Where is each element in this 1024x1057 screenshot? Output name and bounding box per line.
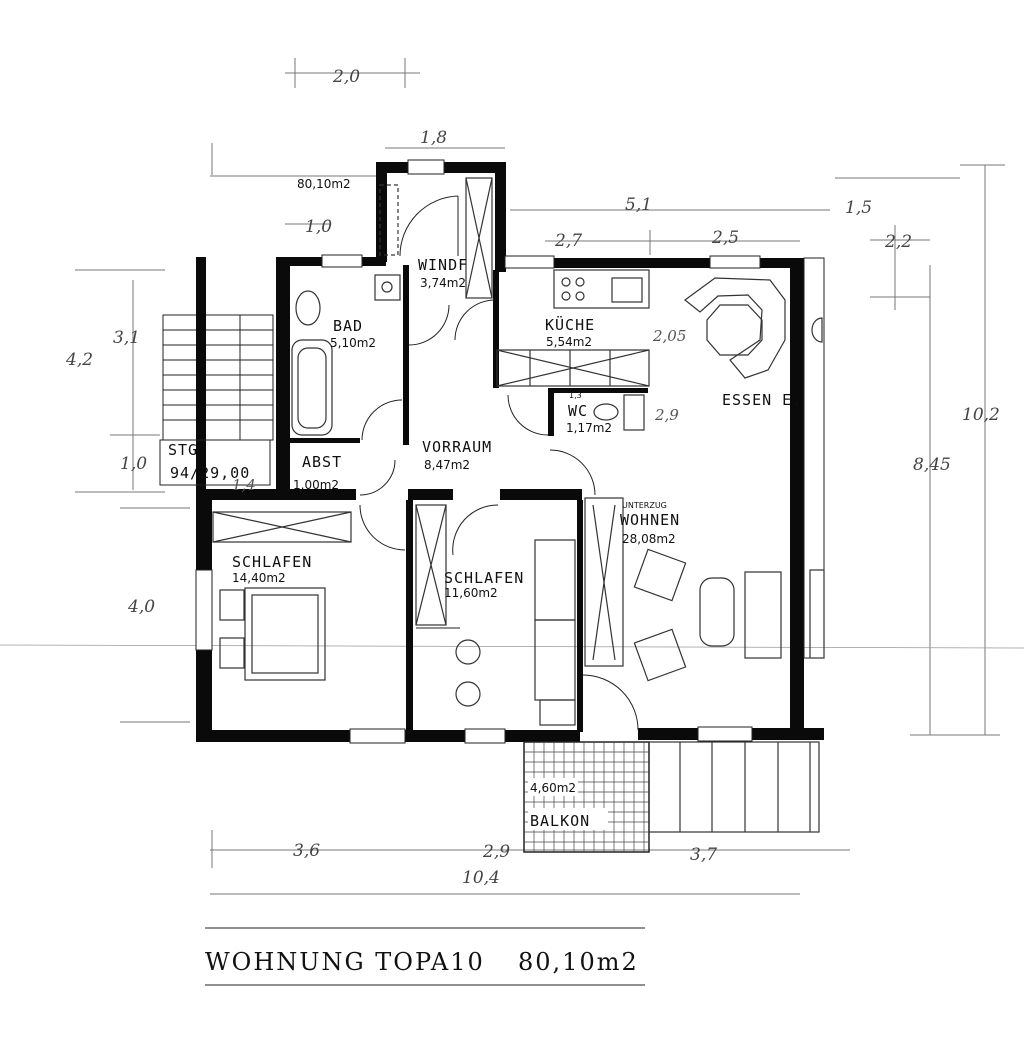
title-frame <box>205 927 645 986</box>
kueche-name: KÜCHE <box>545 315 595 334</box>
schlafen1-name: SCHLAFEN <box>232 553 312 571</box>
staircase <box>159 257 274 489</box>
wc-dim: 1,3 <box>569 391 582 400</box>
dim-1-4: 1,4 <box>232 476 256 494</box>
stg-area: 94/29,00 <box>170 464 250 482</box>
dimension-lines <box>0 58 1024 895</box>
schlafen2-area: 11,60m2 <box>444 586 498 600</box>
bath-fixtures <box>291 274 401 436</box>
balcony <box>523 741 820 853</box>
walls <box>196 162 824 742</box>
dim-2-9-wc: 2,9 <box>654 406 679 424</box>
windf-name: WINDF <box>418 256 468 274</box>
essen-name: ESSEN E. <box>722 391 802 409</box>
abst-area: 1,00m2 <box>293 478 339 492</box>
abst-name: ABST <box>302 453 342 471</box>
dim-8-45: 8,45 <box>913 455 951 475</box>
title-area: 80,10m2 <box>518 948 639 976</box>
title-text: WOHNUNG TOPA10 <box>205 948 485 976</box>
dim-3-6: 3,6 <box>293 841 320 861</box>
windf-area: 3,74m2 <box>420 276 466 290</box>
windows <box>195 159 825 744</box>
wc-area: 1,17m2 <box>566 421 612 435</box>
dim-10-2: 10,2 <box>962 405 1000 425</box>
bedroom1-furniture <box>212 511 352 681</box>
vorraum-area: 8,47m2 <box>424 458 470 472</box>
dim-2-9: 2,9 <box>482 842 510 862</box>
vorraum-name: VORRAUM <box>422 438 492 456</box>
dim-1-8: 1,8 <box>420 128 447 148</box>
dim-4-0: 4,0 <box>127 597 155 617</box>
wohnen-name: WOHNEN <box>620 511 680 529</box>
dim-2-0: 2,0 <box>332 67 360 87</box>
schlafen1-area: 14,40m2 <box>232 571 286 585</box>
bad-name: BAD <box>333 317 363 335</box>
bad-area: 5,10m2 <box>330 336 376 350</box>
dining-furniture <box>684 277 823 379</box>
dim-1-5: 1,5 <box>845 198 872 218</box>
dim-1-0-left: 1,0 <box>120 454 147 474</box>
dim-3-7: 3,7 <box>690 845 717 865</box>
wohnen-note: UNTERZUG <box>622 501 667 510</box>
plan-title: WOHNUNG TOPA10 80,10m2 <box>205 948 639 976</box>
dim-2-2: 2,2 <box>884 232 912 252</box>
dimension-labels: 2,0 1,8 5,1 1,5 2,7 2,5 2,2 1,0 3,1 4,2 … <box>65 67 1000 888</box>
dim-5-1: 5,1 <box>625 195 652 215</box>
stg-name: STG <box>168 441 198 459</box>
room-labels: WINDF 3,74m2 BAD 5,10m2 KÜCHE 5,54m2 1,3… <box>168 177 802 830</box>
dim-1-0-top: 1,0 <box>305 217 332 237</box>
wohnen-area: 28,08m2 <box>622 532 676 546</box>
dim-3-1: 3,1 <box>113 328 140 348</box>
living-furniture <box>584 497 825 682</box>
kitchen-fixtures <box>496 269 650 387</box>
kueche-area: 5,54m2 <box>546 335 592 349</box>
balkon-name: BALKON <box>530 812 590 830</box>
doors <box>359 195 639 731</box>
dim-2-5: 2,5 <box>711 228 739 248</box>
bedroom2-furniture <box>415 504 576 726</box>
dim-10-4: 10,4 <box>462 868 500 888</box>
dim-4-2: 4,2 <box>65 350 93 370</box>
windfang-closet <box>379 177 493 299</box>
wc-fixture <box>593 394 645 431</box>
dim-2-05: 2,05 <box>652 327 686 345</box>
schlafen2-name: SCHLAFEN <box>444 569 524 587</box>
wc-name: WC <box>568 402 588 420</box>
dim-2-7: 2,7 <box>554 231 582 251</box>
total-area-label: 80,10m2 <box>297 177 351 191</box>
balkon-area: 4,60m2 <box>530 781 576 795</box>
